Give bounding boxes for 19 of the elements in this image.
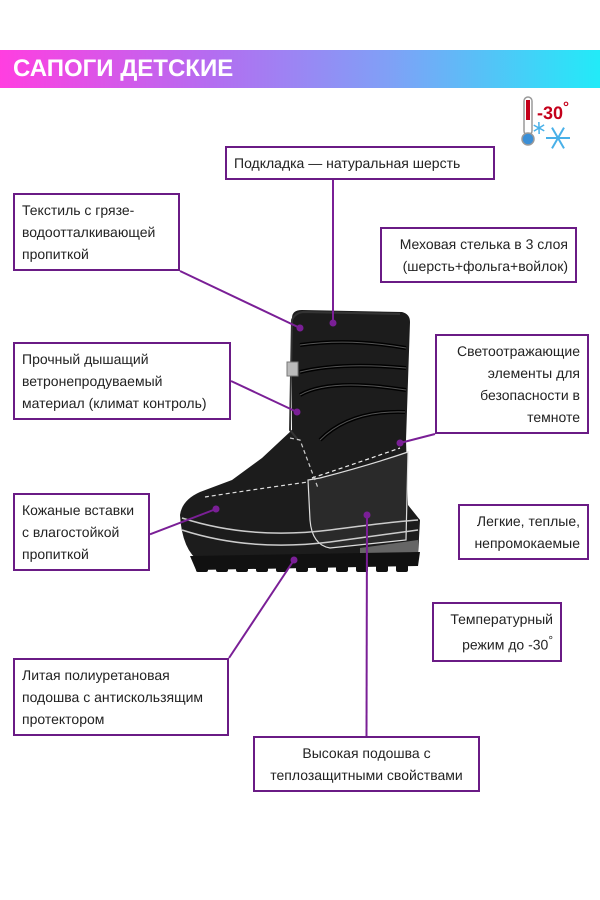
leader-line [396,433,436,446]
temperature-label: -30$^{°}$ [537,98,570,123]
callout-box: Кожаные вставки с влагостойкой пропиткой [13,493,150,571]
leader-line [228,556,298,659]
leader-line [230,380,300,416]
leader-line [150,506,220,536]
leader-line [180,270,304,332]
callout-box: Высокая подошва с теплозащитными свойствами [253,736,480,792]
leader-line [330,180,336,326]
callout-box: Подкладка — натуральная шерсть [225,146,495,180]
callout-box: Прочный дышащий ветронепродуваемый материал (климат контроль) [13,342,231,420]
callout-box: Легкие, теплые, непромокаемые [458,504,589,560]
callout-box: Меховая стелька в 3 слоя (шерсть+фольга+войлок) [380,227,577,283]
callout-box: Температурный режим до -30$^{°}$ [432,602,562,662]
leader-line [364,512,370,736]
callout-box: Текстиль с грязе-водоотталкивающей пропиткой [13,193,180,271]
callout-box: Светоотражающие элементы для безопасности в темноте [435,334,589,434]
callout-box: Литая полиуретановая подошва с антискользящим протектором [13,658,229,736]
page-title: САПОГИ ДЕТСКИЕ [13,54,234,84]
